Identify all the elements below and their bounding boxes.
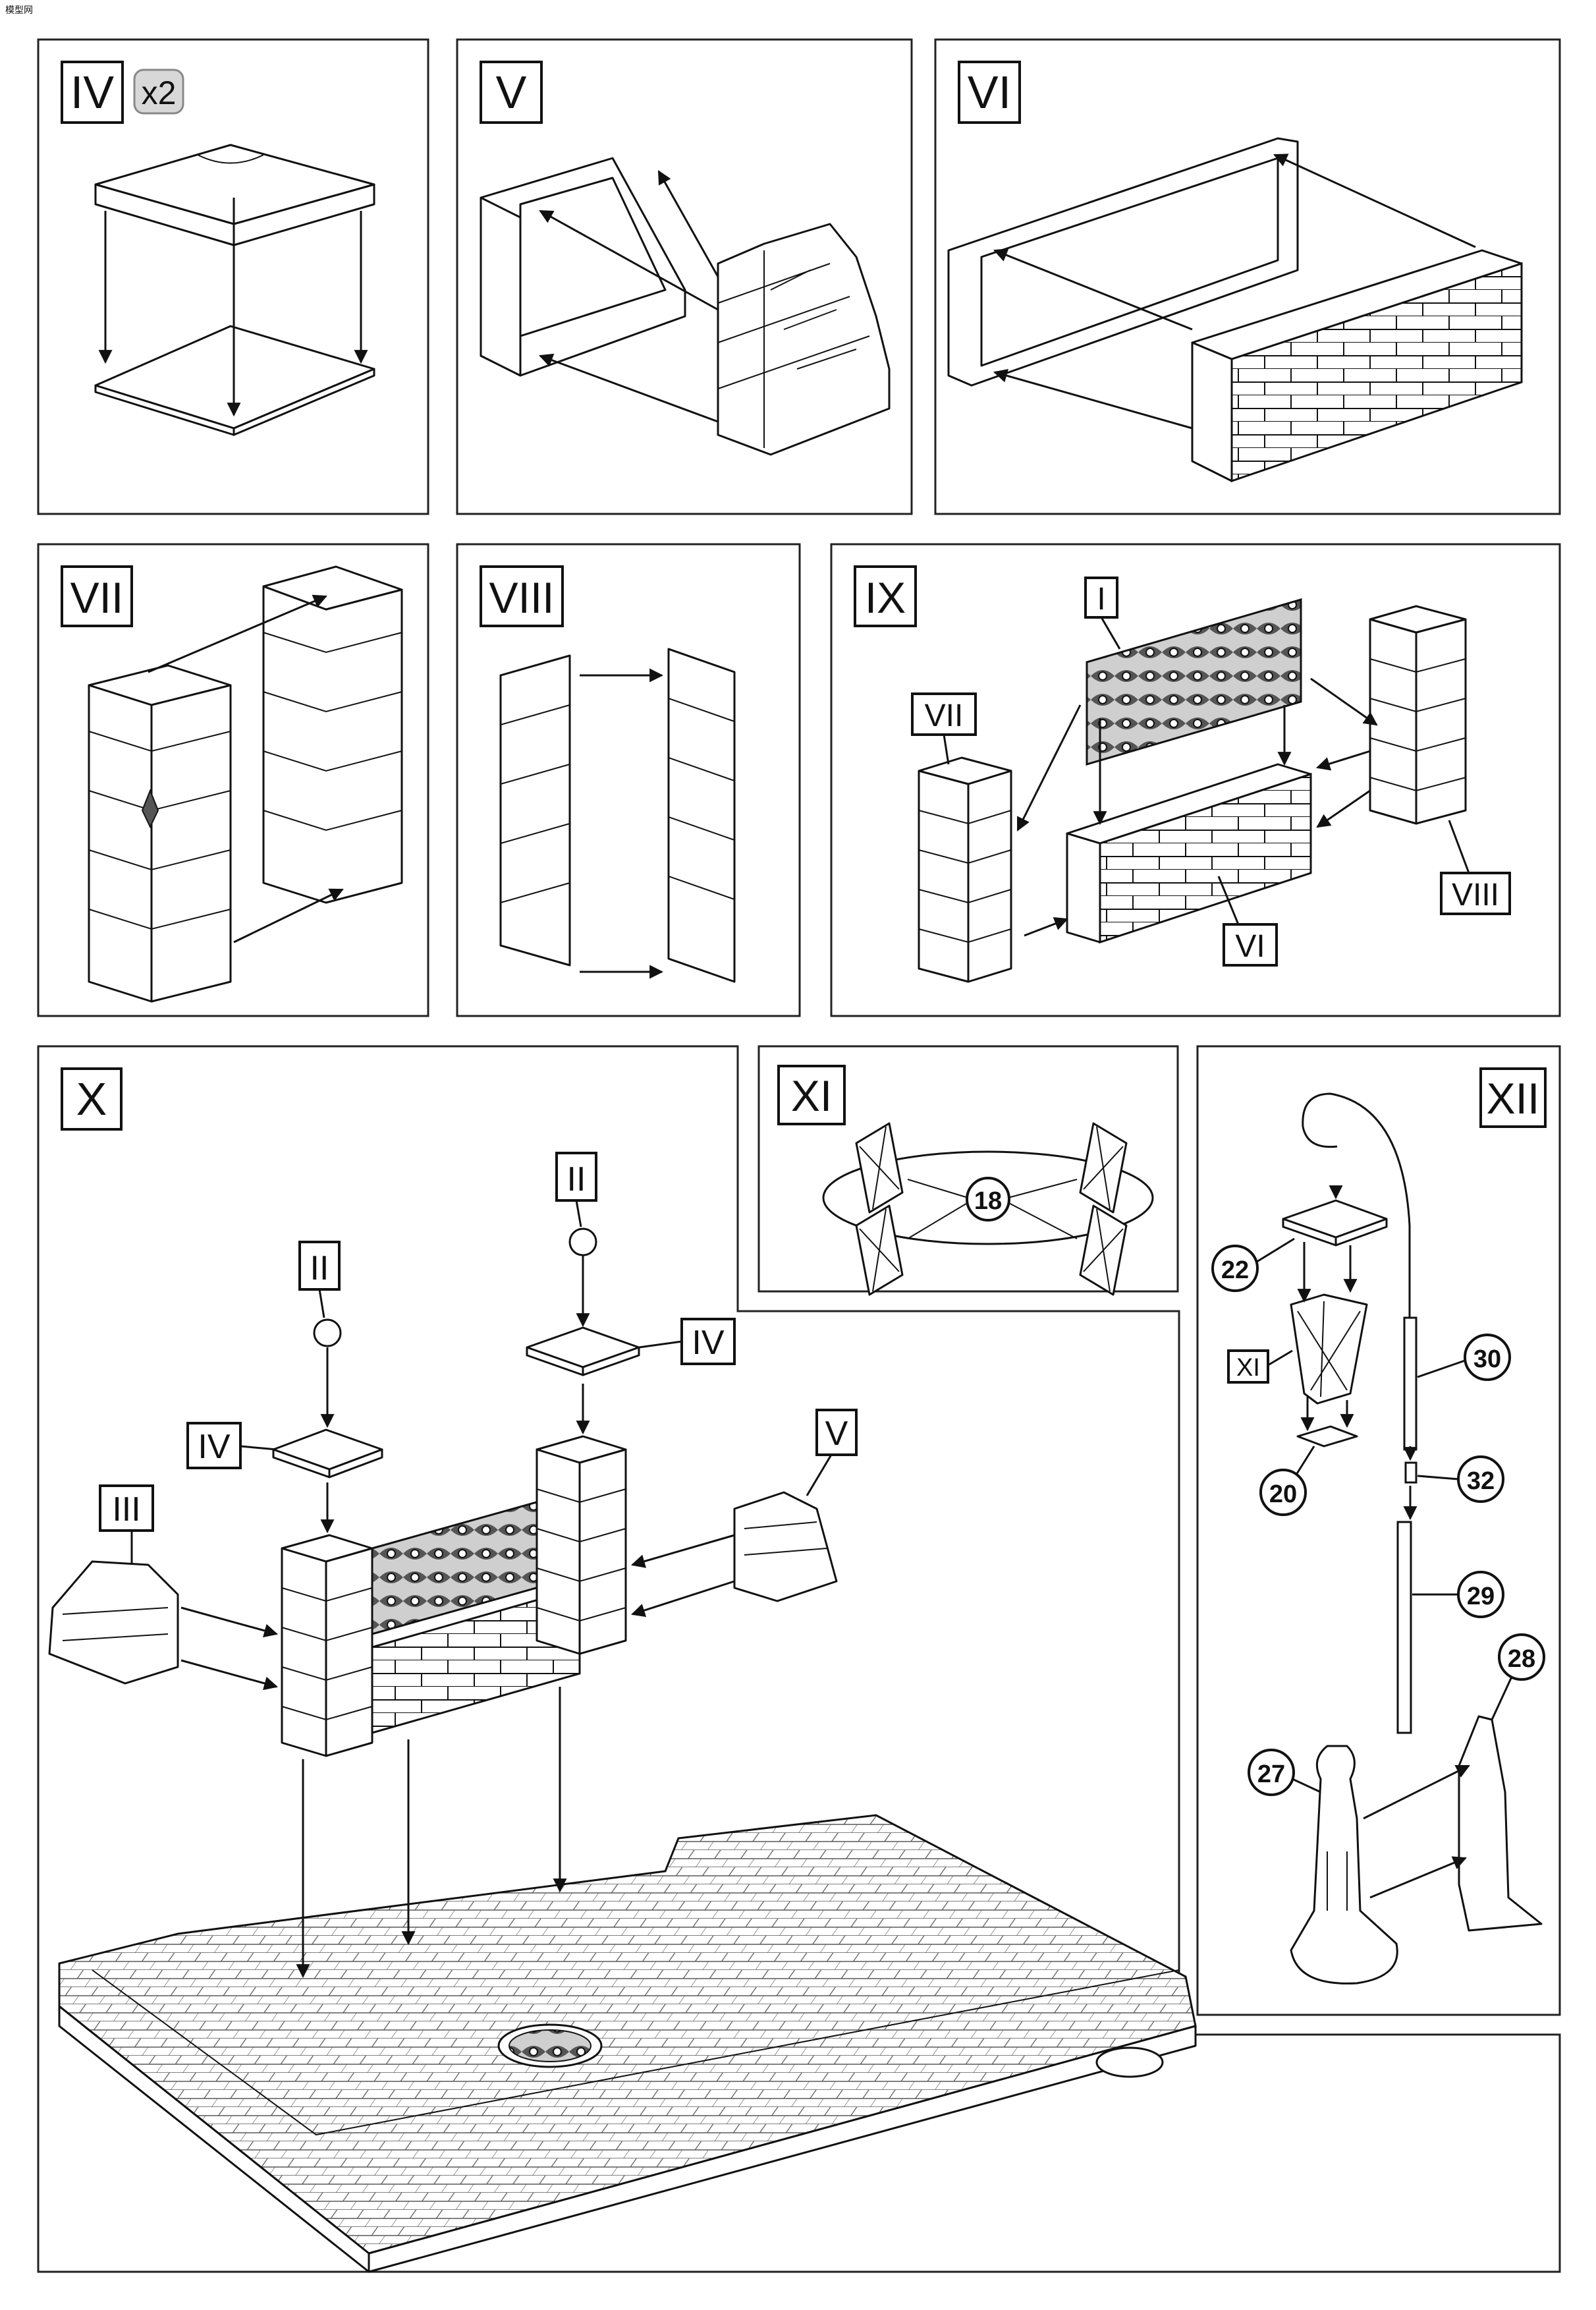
x-callout-iv-right: IV: [692, 1324, 724, 1362]
step-iv-panel: IV x2: [37, 38, 429, 515]
step-vii-panel: VII: [37, 543, 429, 1017]
step-xi-panel: XI 18: [757, 1045, 1179, 1296]
ix-callout-viii: VIII: [1452, 878, 1499, 913]
xii-part-32: 32: [1467, 1467, 1495, 1495]
xi-part-18: 18: [974, 1187, 1002, 1215]
step-v-panel: V: [456, 38, 913, 515]
xii-part-20: 20: [1269, 1480, 1297, 1508]
xii-part-22: 22: [1221, 1256, 1249, 1284]
step-viii-panel: VIII: [456, 543, 801, 1017]
ix-callout-vi: VI: [1235, 929, 1265, 964]
step-vi-label: VI: [968, 67, 1011, 118]
ix-callout-i: I: [1097, 582, 1105, 617]
x-callout-v: V: [825, 1415, 848, 1453]
x-callout-ii-right: II: [567, 1160, 586, 1198]
step-x-label: X: [76, 1073, 107, 1125]
xii-part-27: 27: [1257, 1761, 1285, 1788]
step-vi-panel: VI: [934, 38, 1561, 515]
x-callout-iii: III: [112, 1490, 140, 1529]
xii-part-29: 29: [1467, 1583, 1495, 1610]
xii-part-28: 28: [1508, 1645, 1535, 1673]
x-callout-iv-left: IV: [198, 1428, 230, 1466]
ix-callout-vii: VII: [925, 698, 964, 733]
step-xii-panel: XII 22 30 32: [1196, 1045, 1561, 2016]
step-viii-label: VIII: [489, 573, 554, 622]
step-x-panel: X: [37, 1045, 1561, 2273]
step-ix-label: IX: [865, 573, 906, 622]
step-v-label: V: [496, 67, 527, 118]
step-vii-label: VII: [70, 573, 124, 622]
step-iv-label: IV: [70, 67, 114, 118]
step-xi-label: XI: [791, 1071, 832, 1120]
step-iv-multiplier: x2: [142, 74, 177, 111]
step-ix-panel: IX I VII VI VIII: [830, 543, 1561, 1017]
xii-part-30: 30: [1473, 1345, 1501, 1373]
x-callout-ii-left: II: [310, 1249, 329, 1287]
logo-text: 模型网: [5, 5, 33, 15]
xii-callout-xi: XI: [1236, 1354, 1260, 1382]
step-xii-label: XII: [1487, 1074, 1540, 1123]
brand-logo: 模型网: [4, 3, 45, 17]
